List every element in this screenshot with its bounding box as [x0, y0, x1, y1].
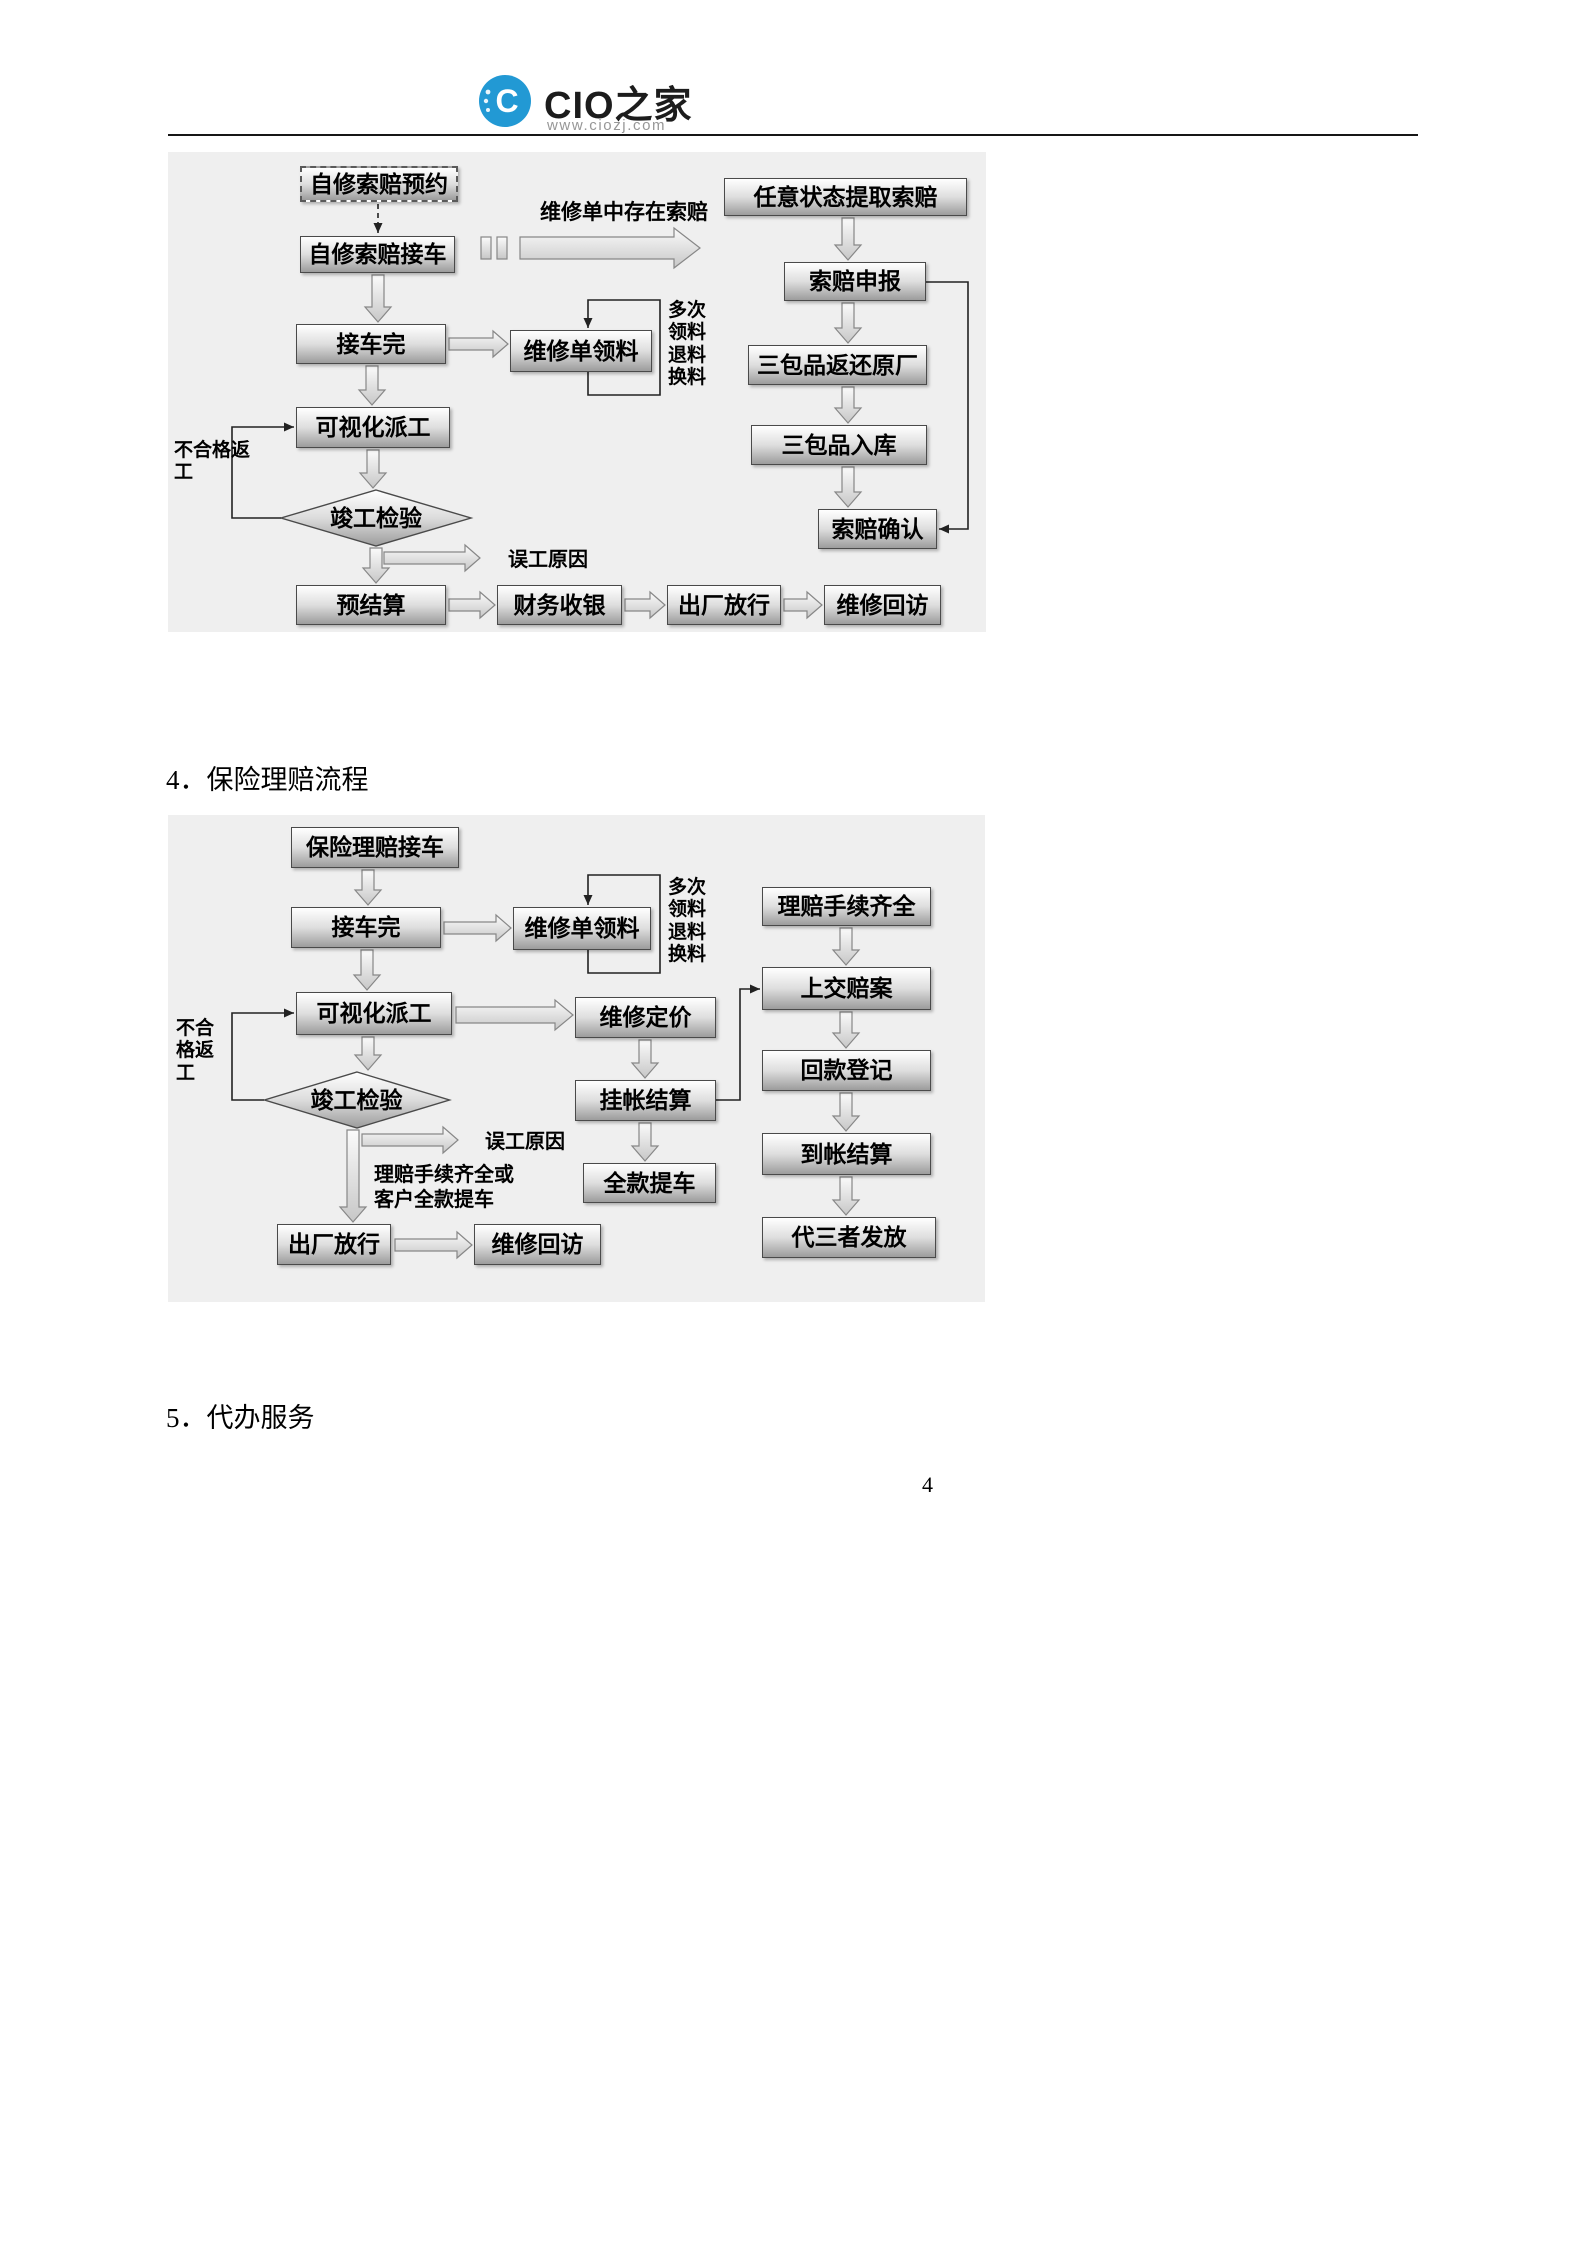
node-follow-up-visit: 维修回访 [824, 585, 941, 625]
brand-url: www.ciozj.com [547, 117, 667, 134]
node-pre-settlement: 预结算 [296, 585, 446, 625]
label-rework: 不合格返 工 [174, 440, 251, 484]
diagram1-connectors [231, 204, 969, 620]
node-work-order-parts: 维修单领料 [510, 330, 652, 372]
brand-name: CIO之家 [544, 85, 693, 127]
node-reception-done: 接车完 [291, 907, 441, 948]
node-payment-received-settle: 到帐结算 [762, 1133, 931, 1175]
label-rework: 不合 格返 工 [176, 1018, 215, 1084]
label-multiple-picking: 多次 领料 退料 换料 [668, 877, 707, 966]
section-heading-agency-service: 5．代办服务 [166, 1403, 315, 1433]
node-completion-inspection: 竣工检验 [310, 1086, 403, 1113]
svg-text:C: C [495, 83, 518, 119]
page-number: 4 [922, 1472, 933, 1497]
node-insurance-reception: 保险理赔接车 [291, 827, 459, 868]
diagram-self-repair-claim: 自修索赔预约 自修索赔接车 接车完 维修单领料 可视化派工 竣工检验 预结算 财… [168, 152, 986, 632]
node-reception-done: 接车完 [296, 324, 446, 364]
node-submit-claim-case: 上交赔案 [762, 967, 931, 1010]
diagram-insurance-claim: 保险理赔接车 接车完 维修单领料 可视化派工 维修定价 竣工检验 挂帐结算 全款… [168, 815, 985, 1302]
label-delay-reason: 误工原因 [508, 549, 588, 571]
node-extract-claim-any-state: 任意状态提取索赔 [724, 178, 967, 216]
node-gate-release: 出厂放行 [277, 1224, 391, 1265]
node-warranty-return-factory: 三包品返还原厂 [748, 345, 927, 385]
diagram2-connectors [231, 869, 861, 1260]
node-credit-settlement: 挂帐结算 [575, 1080, 716, 1121]
label-delay-reason: 误工原因 [485, 1131, 565, 1153]
node-follow-up-visit: 维修回访 [474, 1224, 601, 1265]
node-warranty-instock: 三包品入库 [751, 425, 927, 465]
label-multiple-picking: 多次 领料 退料 换料 [668, 300, 707, 389]
label-claim-exists: 维修单中存在索赔 [540, 201, 708, 224]
cio-logo-icon: C [479, 75, 531, 127]
node-self-claim-booking: 自修索赔预约 [300, 166, 458, 202]
label-claim-docs-note: 理赔手续齐全或 客户全款提车 [374, 1164, 514, 1211]
node-cashier: 财务收银 [497, 585, 622, 625]
node-third-party-disbursement: 代三者发放 [762, 1217, 936, 1258]
node-repair-pricing: 维修定价 [575, 997, 716, 1038]
node-payment-registration: 回款登记 [762, 1050, 931, 1091]
section-heading-insurance-claim: 4．保险理赔流程 [166, 765, 369, 795]
node-full-payment-pickup: 全款提车 [583, 1163, 716, 1203]
node-claim-docs-complete: 理赔手续齐全 [762, 887, 931, 926]
node-gate-release: 出厂放行 [667, 585, 781, 625]
node-self-claim-reception: 自修索赔接车 [300, 236, 455, 273]
node-visual-dispatch: 可视化派工 [296, 407, 450, 448]
node-visual-dispatch: 可视化派工 [296, 992, 452, 1035]
node-claim-declare: 索赔申报 [784, 262, 926, 301]
header-rule [168, 134, 1418, 136]
node-work-order-parts: 维修单领料 [513, 907, 651, 950]
node-claim-confirm: 索赔确认 [818, 509, 937, 549]
node-completion-inspection: 竣工检验 [330, 504, 422, 531]
